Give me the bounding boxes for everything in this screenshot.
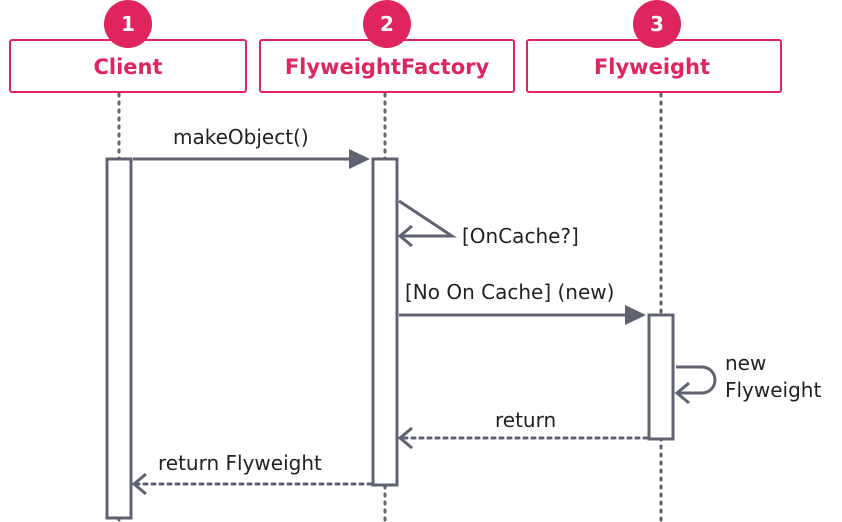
message-new-flyweight: new Flyweight: [674, 351, 821, 405]
participant-client-label: Client: [93, 55, 162, 79]
participant-client: Client: [9, 39, 247, 93]
message-no-on-cache: [No On Cache] (new): [399, 280, 646, 325]
participant-flyweight-label: Flyweight: [594, 55, 710, 79]
badge-1: 1: [104, 0, 152, 48]
message-return-flyweight-label: return Flyweight: [158, 451, 322, 475]
message-make-object: makeObject(): [133, 125, 370, 169]
activation-client: [105, 157, 133, 520]
badge-2-number: 2: [380, 12, 394, 36]
participant-flyweight-factory: FlyweightFactory: [259, 39, 515, 93]
activation-flyweight: [647, 313, 675, 441]
message-on-cache-label: [OnCache?]: [462, 224, 579, 248]
message-make-object-label: makeObject(): [173, 125, 309, 149]
message-new-flyweight-label-line1: new: [725, 351, 766, 375]
message-return: return: [397, 408, 649, 450]
message-new-flyweight-label-line2: Flyweight: [725, 378, 821, 402]
message-return-label: return: [495, 408, 556, 432]
activation-flyweight-factory: [371, 157, 399, 487]
participant-flyweight: Flyweight: [526, 39, 782, 93]
badge-1-number: 1: [121, 12, 135, 36]
message-no-on-cache-label: [No On Cache] (new): [405, 280, 614, 304]
message-on-cache: [OnCache?]: [397, 199, 579, 248]
badge-3: 3: [633, 0, 681, 48]
message-return-flyweight: return Flyweight: [131, 451, 373, 496]
participant-flyweight-factory-label: FlyweightFactory: [285, 55, 490, 79]
badge-3-number: 3: [650, 12, 664, 36]
badge-2: 2: [363, 0, 411, 48]
